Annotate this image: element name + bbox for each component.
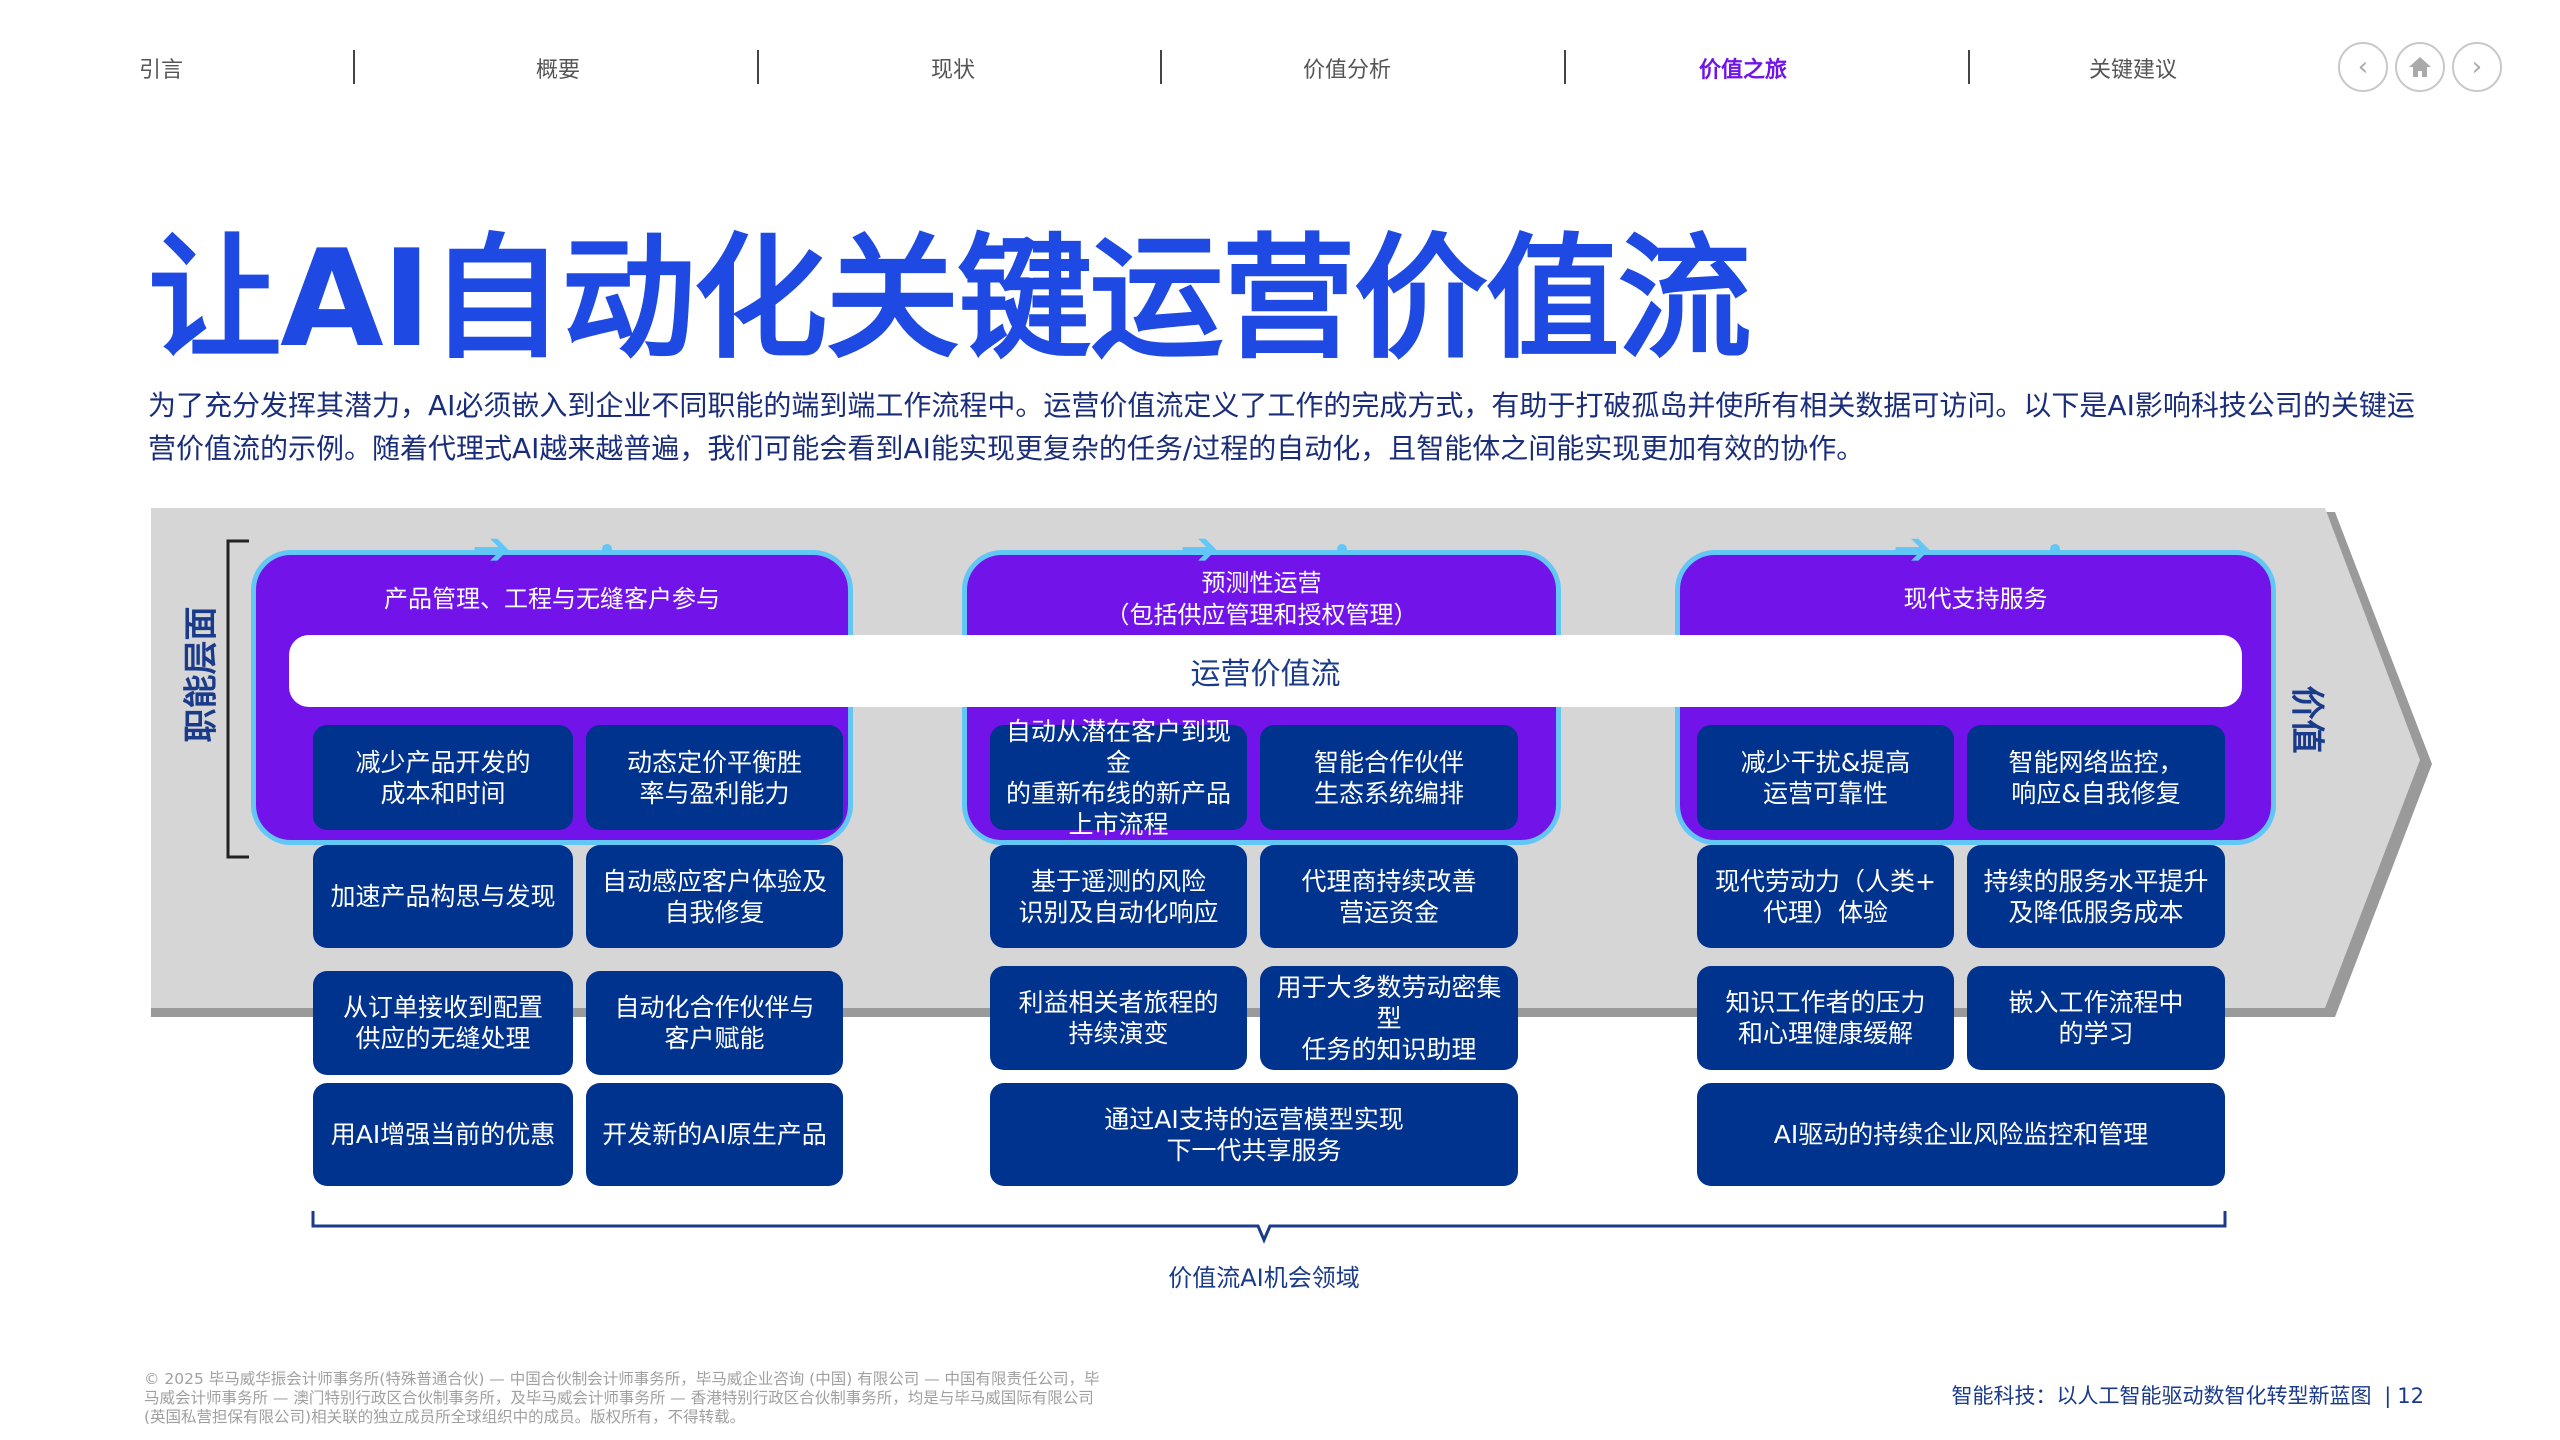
opportunity-tile[interactable]: 从订单接收到配置 供应的无缝处理	[313, 971, 573, 1075]
panel-title: 现代支持服务	[1903, 585, 2048, 613]
opportunity-tile[interactable]: 知识工作者的压力 和心理健康缓解	[1697, 966, 1954, 1070]
intro-paragraph: 为了充分发挥其潜力，AI必须嵌入到企业不同职能的端到端工作流程中。运营价值流定义…	[148, 389, 2415, 465]
nav-item-status[interactable]: 现状	[930, 58, 976, 83]
home-icon	[2409, 57, 2431, 77]
nav-divider	[1968, 50, 1970, 84]
page-footer: 智能科技：以人工智能驱动数智化转型新蓝图 |12	[1900, 1380, 2425, 1410]
page-number: 12	[2397, 1384, 2424, 1408]
opportunity-tile[interactable]: 通过AI支持的运营模型实现 下一代共享服务	[990, 1083, 1518, 1186]
opportunity-tile[interactable]: 智能网络监控， 响应&自我修复	[1967, 725, 2225, 830]
flow-dot-icon	[2050, 544, 2060, 554]
opportunity-tile[interactable]: 嵌入工作流程中 的学习	[1967, 966, 2225, 1070]
footer-divider: |	[2384, 1384, 2392, 1408]
next-page-button[interactable]: ›	[2452, 42, 2502, 92]
nav-item-recommendations[interactable]: 关键建议	[2088, 58, 2178, 83]
opportunity-tile[interactable]: 用于大多数劳动密集型 任务的知识助理	[1260, 966, 1518, 1070]
panel-title: 预测性运营 （包括供应管理和授权管理）	[1105, 569, 1418, 629]
nav-divider	[1160, 50, 1162, 84]
opportunity-tile[interactable]: 智能合作伙伴 生态系统编排	[1260, 725, 1518, 830]
nav-item-overview[interactable]: 概要	[535, 58, 581, 83]
flow-arrow-icon: ➔	[1893, 521, 1932, 575]
opportunity-tile[interactable]: 加速产品构思与发现	[313, 845, 573, 948]
opportunity-tile[interactable]: 代理商持续改善 营运资金	[1260, 845, 1518, 948]
function-level-label: 职能层面	[181, 606, 222, 743]
flow-dot-icon	[1337, 544, 1347, 554]
operations-value-stream-band: 运营价值流	[289, 635, 2242, 707]
chevron-left-icon: ‹	[2357, 52, 2369, 82]
function-bracket	[226, 539, 249, 859]
prev-page-button[interactable]: ‹	[2338, 42, 2388, 92]
nav-divider	[353, 50, 355, 84]
opportunity-tile[interactable]: 动态定价平衡胜 率与盈利能力	[586, 725, 843, 830]
opportunity-tile[interactable]: 自动从潜在客户到现金 的重新布线的新产品 上市流程	[990, 717, 1247, 839]
opportunity-tile[interactable]: AI驱动的持续企业风险监控和管理	[1697, 1083, 2225, 1186]
flow-arrow-icon: ➔	[472, 521, 511, 575]
panel-title: 产品管理、工程与无缝客户参与	[384, 585, 720, 613]
opportunity-tile[interactable]: 利益相关者旅程的 持续演变	[990, 966, 1247, 1070]
opportunity-tile[interactable]: 自动化合作伙伴与 客户赋能	[586, 971, 843, 1075]
nav-item-intro[interactable]: 引言	[138, 58, 184, 83]
opportunity-tile[interactable]: 现代劳动力（人类+ 代理）体验	[1697, 845, 1954, 948]
chevron-right-icon: ›	[2471, 52, 2483, 82]
opportunity-tile[interactable]: 自动感应客户体验及 自我修复	[586, 845, 843, 948]
flow-arrow-icon: ➔	[1180, 521, 1219, 575]
page-title: 让AI自动化关键运营价值流	[148, 221, 1752, 377]
opportunity-tile[interactable]: 基于遥测的风险 识别及自动化响应	[990, 845, 1247, 948]
flow-dot-icon	[602, 544, 612, 554]
value-label: 价值	[2286, 685, 2327, 754]
opportunity-tile[interactable]: 持续的服务水平提升 及降低服务成本	[1967, 845, 2225, 948]
copyright-notice: © 2025 毕马威华振会计师事务所(特殊普通合伙) — 中国合伙制会计师事务所…	[144, 1370, 1100, 1426]
nav-divider	[757, 50, 759, 84]
home-button[interactable]	[2395, 42, 2445, 92]
opportunity-tile[interactable]: 减少干扰&提高 运营可靠性	[1697, 725, 1954, 830]
opportunity-tile[interactable]: 用AI增强当前的优惠	[313, 1083, 573, 1186]
band-label: 运营价值流	[1190, 657, 1341, 692]
nav-item-value-analysis[interactable]: 价值分析	[1302, 58, 1392, 83]
nav-item-value-journey[interactable]: 价值之旅	[1698, 58, 1788, 83]
opportunity-tile[interactable]: 减少产品开发的 成本和时间	[313, 725, 573, 830]
opportunity-area-label: 价值流AI机会领域	[1168, 1264, 1360, 1292]
opportunity-tile[interactable]: 开发新的AI原生产品	[586, 1083, 843, 1186]
nav-divider	[1564, 50, 1566, 84]
report-title: 智能科技：以人工智能驱动数智化转型新蓝图	[1951, 1384, 2372, 1408]
opportunity-brace	[311, 1211, 2227, 1244]
